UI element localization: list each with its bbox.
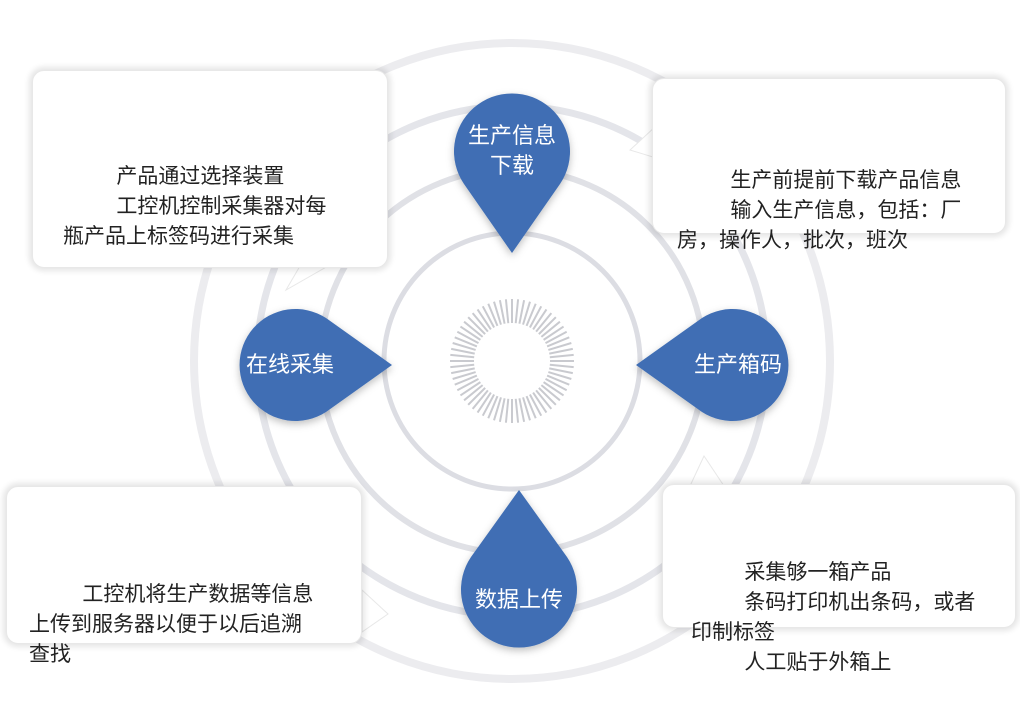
center-tick <box>543 381 565 397</box>
center-tick <box>493 397 502 421</box>
center-tick <box>546 374 570 386</box>
callout-text: 生产前提前下载产品信息 输入生产信息，包括：厂 房，操作人，批次，班次 <box>677 168 962 252</box>
center-tick <box>450 353 475 359</box>
center-tick <box>518 398 526 423</box>
center-tick <box>498 398 506 423</box>
center-tick <box>538 387 557 406</box>
center-tick <box>529 305 543 328</box>
center-tick <box>452 371 476 380</box>
center-tick <box>459 381 481 397</box>
callout-bottom-right: 采集够一箱产品 条码打印机出条码，或者 印制标签 人工贴于外箱上 <box>662 484 1016 674</box>
center-tick <box>467 387 486 406</box>
center-tick <box>463 320 484 338</box>
center-tick <box>450 363 475 369</box>
center-tick <box>498 299 506 324</box>
center-tick <box>487 395 499 419</box>
center-tick <box>487 303 499 327</box>
center-tick <box>549 367 574 375</box>
center-tick <box>549 363 574 369</box>
center-tick <box>529 394 543 417</box>
node-drop-left[interactable] <box>239 309 392 421</box>
callout-tail-bottom-left <box>361 588 389 633</box>
center-tick <box>493 301 502 325</box>
center-tick <box>456 330 479 344</box>
center-tick <box>459 325 481 341</box>
center-tick <box>467 316 486 335</box>
center-tick <box>549 347 574 355</box>
node-label-right: 生产箱码 <box>693 353 782 378</box>
center-tick <box>535 312 553 333</box>
center-tick <box>504 299 510 324</box>
center-tick <box>545 330 568 344</box>
center-tick <box>538 316 557 335</box>
center-tick <box>535 389 553 410</box>
center-tick <box>518 299 526 324</box>
center-tick <box>525 395 537 419</box>
center-tick <box>546 336 570 348</box>
center-tick <box>522 301 531 325</box>
callout-top-right: 生产前提前下载产品信息 输入生产信息，包括：厂 房，操作人，批次，班次 <box>652 78 1006 252</box>
center-tick <box>522 397 531 421</box>
center-tick-ring <box>450 299 574 423</box>
center-tick <box>525 303 537 327</box>
node-label-bottom: 数据上传 <box>474 588 563 613</box>
callout-bottom-left: 工控机将生产数据等信息 上传到服务器以便于以后追溯 查找 <box>6 486 362 666</box>
center-tick <box>476 392 492 414</box>
node-label-top: 生产信息 下载 <box>467 124 556 179</box>
center-tick <box>452 342 476 351</box>
center-tick <box>532 392 548 414</box>
center-tick <box>450 347 475 355</box>
center-tick <box>454 374 478 386</box>
center-tick <box>543 325 565 341</box>
center-tick <box>450 367 475 375</box>
center-tick <box>463 384 484 402</box>
center-tick <box>514 398 520 423</box>
center-tick <box>481 305 495 328</box>
center-tick <box>548 371 572 380</box>
center-tick <box>549 353 574 359</box>
node-drop-top[interactable] <box>454 93 570 253</box>
center-tick <box>454 336 478 348</box>
center-tick <box>456 378 479 392</box>
callout-top-left: 产品通过选择装置 工控机控制采集器对每 瓶产品上标签码进行采集 <box>32 70 388 268</box>
center-tick <box>548 342 572 351</box>
callout-tail-bottom-right <box>689 454 725 487</box>
center-tick <box>481 394 495 417</box>
callout-text: 工控机将生产数据等信息 上传到服务器以便于以后追溯 查找 <box>29 582 314 666</box>
center-tick <box>545 378 568 392</box>
center-tick <box>532 308 548 330</box>
node-drop-right[interactable] <box>636 309 789 421</box>
node-label-left: 在线采集 <box>245 353 334 378</box>
callout-text: 采集够一箱产品 条码打印机出条码，或者 印制标签 人工贴于外箱上 <box>691 560 976 674</box>
center-tick <box>514 299 520 324</box>
callout-text: 产品通过选择装置 工控机控制采集器对每 瓶产品上标签码进行采集 <box>63 164 327 248</box>
center-tick <box>540 384 561 402</box>
center-tick <box>476 308 492 330</box>
center-tick <box>471 389 489 410</box>
center-tick <box>540 320 561 338</box>
node-drop-bottom[interactable] <box>461 490 577 648</box>
center-tick <box>504 398 510 423</box>
center-tick <box>471 312 489 333</box>
